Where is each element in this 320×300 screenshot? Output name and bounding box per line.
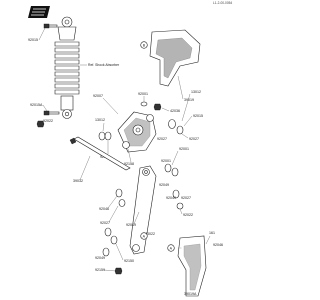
label-92046-b: 92046 — [99, 207, 109, 211]
exploded-parts-diagram: L1-2-00-0054 Ref. Shock Absorber 92015 — [28, 1, 232, 297]
tie-rod — [129, 165, 157, 255]
callout-b-top: B — [140, 41, 148, 49]
label-42036: 42036 — [170, 109, 180, 113]
shock-absorber — [54, 16, 80, 119]
label-92049-lower: 92049 — [95, 256, 105, 260]
label-92001-right: 92001 — [179, 147, 189, 151]
label-39019a: 39019A — [184, 292, 197, 296]
svg-text:A: A — [170, 246, 173, 250]
label-92015-right: 92015 — [193, 114, 203, 118]
link-seal-left — [115, 188, 126, 207]
rocker-collar-left — [98, 131, 112, 141]
pivot-shaft — [69, 136, 131, 171]
svg-text:B: B — [143, 43, 146, 47]
shock-ref-label: Ref. Shock Absorber — [88, 63, 120, 67]
callout-a-lower: A — [167, 244, 175, 252]
label-92001-mid: 92001 — [161, 159, 171, 163]
label-13012-left: 13012 — [95, 118, 105, 122]
guard-plate — [149, 29, 201, 87]
label-92027-far: 92027 — [189, 137, 199, 141]
rocker-seal-right — [168, 119, 184, 135]
label-92158-a: 92158 — [124, 162, 134, 166]
rocker-arm — [117, 111, 157, 153]
rocker-washer-top — [140, 101, 162, 111]
link-nut-lower — [114, 267, 123, 275]
lower-guard — [177, 235, 207, 297]
label-92049-c: 92049 — [126, 223, 136, 227]
shock-spring — [54, 41, 80, 95]
label-13012-top: 13012 — [191, 90, 201, 94]
label-92027-right: 92027 — [157, 137, 167, 141]
label-92159: 92159 — [95, 268, 105, 272]
label-92150: 92150 — [124, 259, 134, 263]
callout-a-upper: A — [140, 232, 148, 240]
svg-text:A: A — [143, 234, 146, 238]
top-mount-bolt — [43, 23, 58, 29]
doc-code: L1-2-00-0054 — [213, 1, 232, 5]
lower-nut — [36, 120, 45, 128]
label-92022: 92022 — [43, 119, 53, 123]
label-92049-b: 92049 — [159, 183, 169, 187]
label-92022-right: 92022 — [183, 213, 193, 217]
label-92015-top: 92015 — [28, 38, 38, 42]
kawasaki-logo — [28, 6, 50, 18]
label-92027-lower: 92027 — [181, 196, 191, 200]
label-161: 161 — [209, 231, 215, 235]
label-92049-a: 92049 — [166, 196, 176, 200]
label-39032: 39032 — [73, 179, 83, 183]
label-92001-top: 92001 — [138, 92, 148, 96]
label-39019: 39019 — [184, 98, 194, 102]
label-39019a-ref: 43022 — [145, 232, 155, 236]
label-92027-left: 92027 — [100, 221, 110, 225]
link-seal-upper-right — [164, 163, 179, 177]
link-lower-collars — [102, 227, 118, 257]
lower-mount-bolt — [43, 110, 60, 116]
label-92046-right: 92046 — [213, 243, 223, 247]
label-92007: 92007 — [93, 94, 103, 98]
label-92015a: 92015A — [30, 103, 43, 107]
